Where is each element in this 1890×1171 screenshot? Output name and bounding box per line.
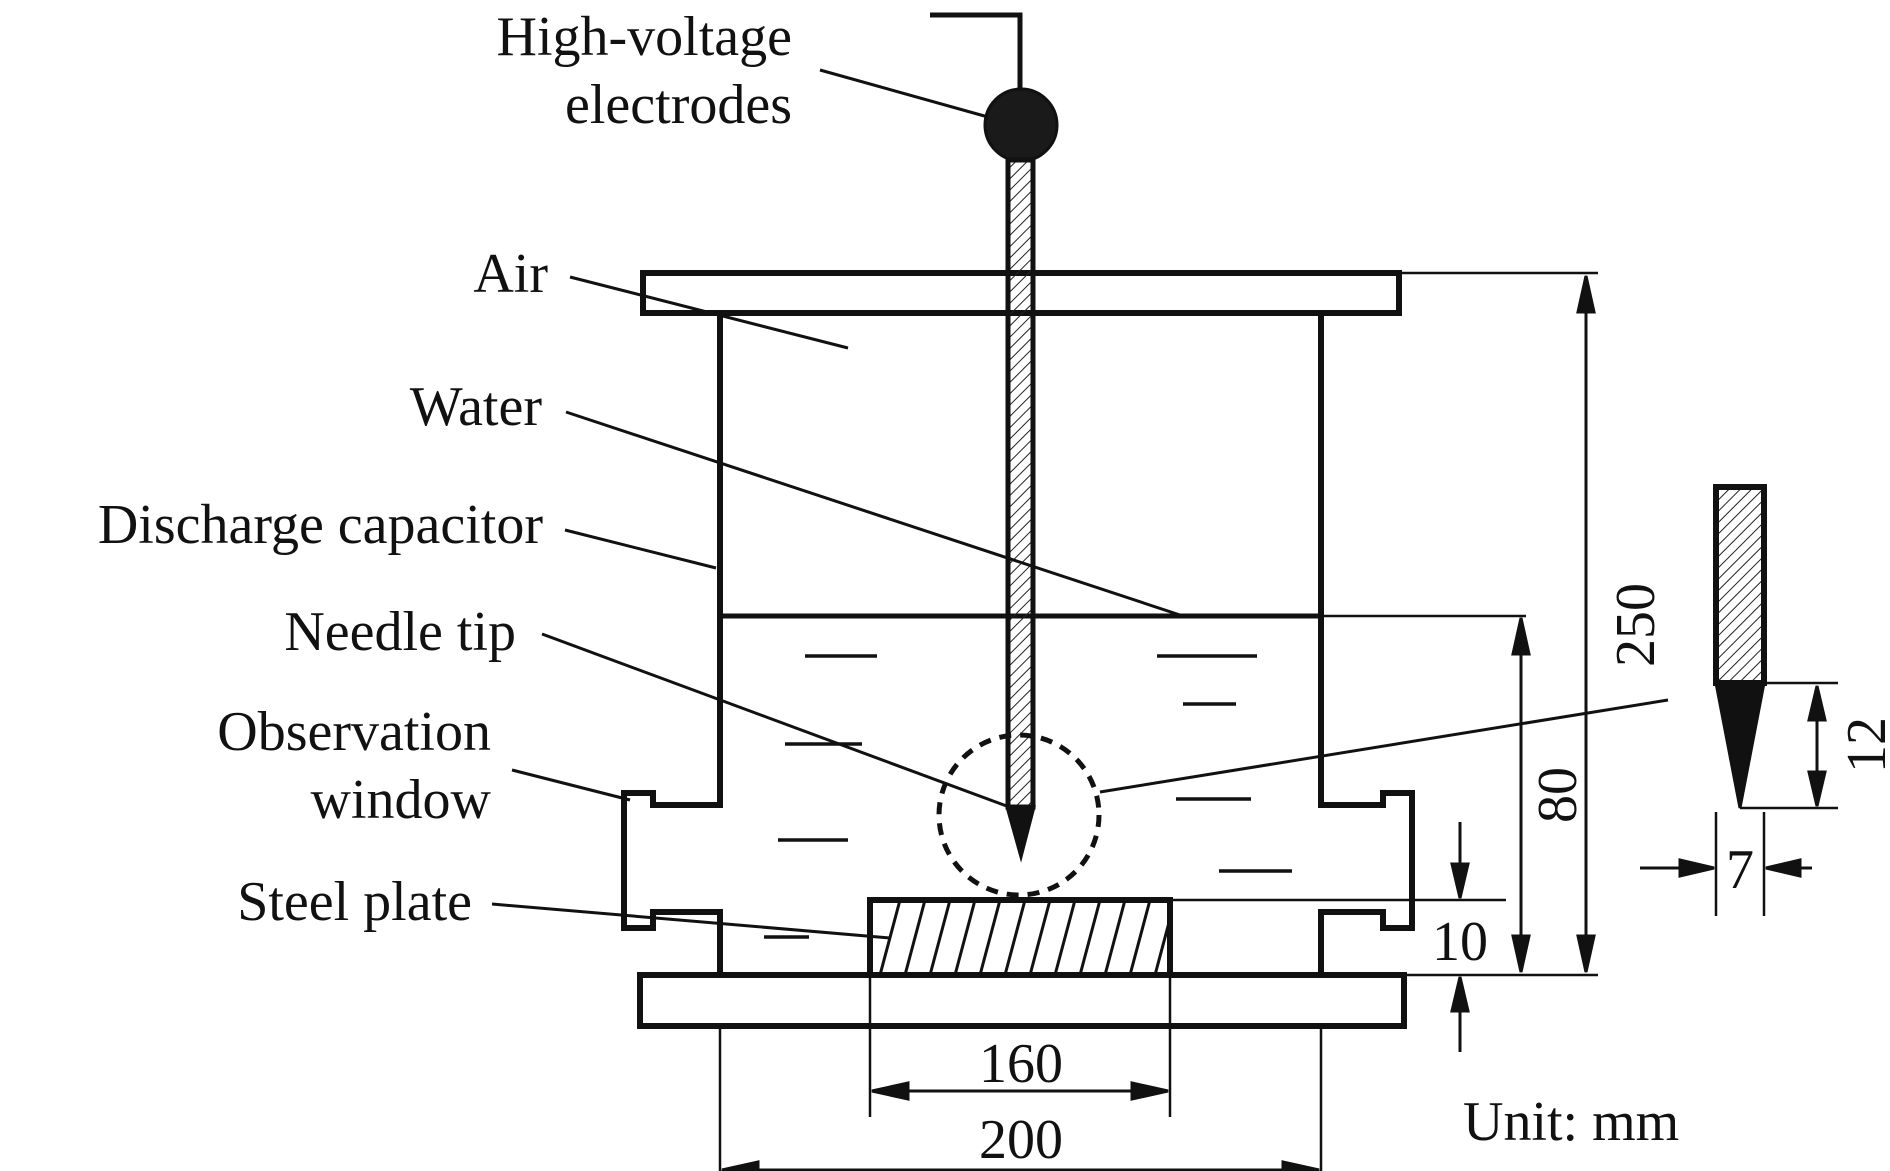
label-hv-line1: High-voltage — [497, 6, 792, 68]
leader-detail — [1099, 698, 1669, 794]
needle-tip — [1005, 805, 1036, 863]
leader-needle-tip — [541, 632, 1013, 810]
leader-steel-plate — [491, 902, 891, 940]
dim-250: 250 — [1605, 583, 1667, 667]
label-needle-tip: Needle tip — [284, 601, 516, 663]
label-steel-plate: Steel plate — [237, 871, 472, 933]
leader-water — [565, 410, 1184, 618]
vessel-left-wall — [621, 313, 723, 975]
label-observation-line1: Observation — [217, 701, 491, 763]
leader-air — [569, 275, 849, 350]
hv-wire — [930, 12, 1023, 100]
leader-observation — [511, 768, 631, 802]
needle-detail — [1640, 484, 1838, 916]
label-discharge-capacitor: Discharge capacitor — [98, 494, 544, 556]
label-air: Air — [473, 243, 548, 305]
vessel-right-wall — [1318, 313, 1415, 975]
dim-10: 10 — [1432, 911, 1488, 973]
leader-hv — [819, 68, 989, 119]
label-water: Water — [410, 376, 543, 438]
needle-rod — [1005, 157, 1036, 810]
label-observation-line2: window — [311, 769, 492, 831]
dim-80: 80 — [1527, 767, 1589, 823]
bottom-flange — [637, 972, 1407, 1029]
steel-plate — [867, 897, 1173, 978]
label-hv-line2: electrodes — [565, 74, 792, 136]
dim-200: 200 — [979, 1109, 1063, 1171]
label-unit: Unit: mm — [1463, 1091, 1679, 1153]
leader-capacitor — [564, 528, 717, 570]
dim-160: 160 — [979, 1033, 1063, 1095]
water-dashes — [764, 654, 1292, 939]
dim-7: 7 — [1726, 839, 1754, 901]
dim-12: 12 — [1836, 717, 1890, 773]
observation-circle — [936, 732, 1102, 898]
hv-electrode-ball — [983, 87, 1059, 163]
